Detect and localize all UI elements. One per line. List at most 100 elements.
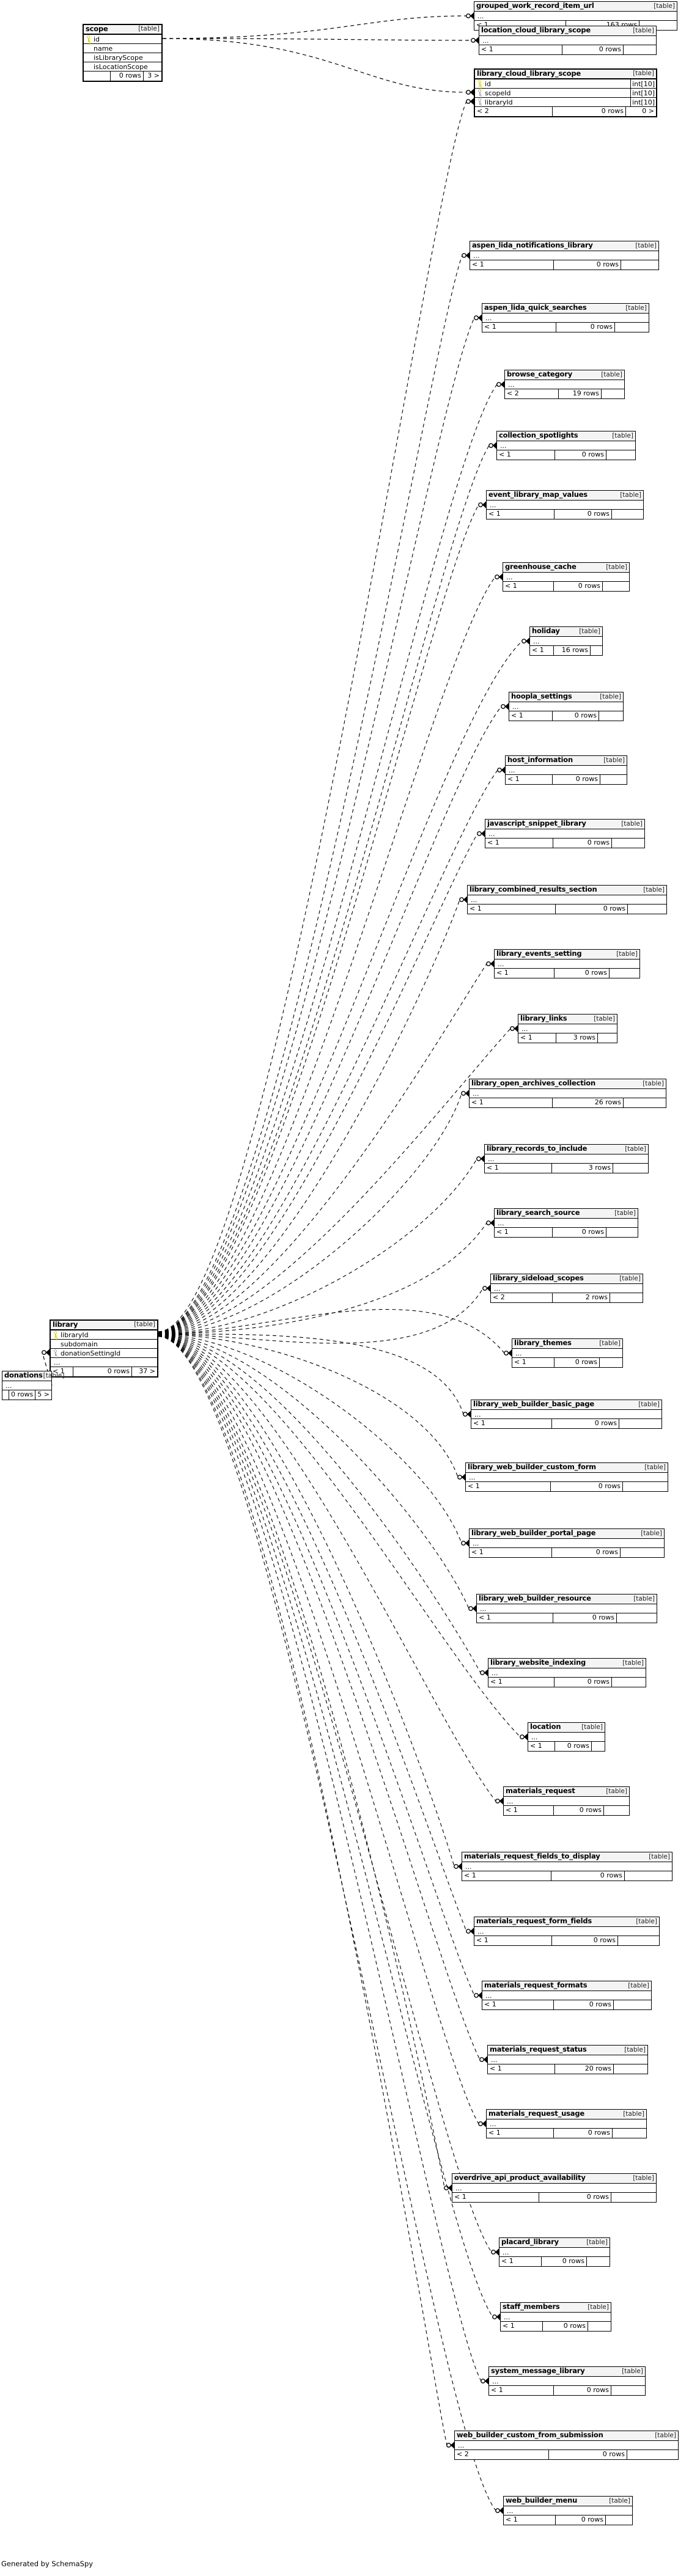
entity-columns-ellipsis[interactable]: ...	[504, 2506, 632, 2515]
entity-columns-ellipsis[interactable]: ...	[530, 637, 602, 646]
entity-columns-ellipsis[interactable]: ...	[470, 1539, 664, 1548]
entity-columns-ellipsis[interactable]: ...	[505, 380, 624, 389]
entity-materials_request_fields_to_display[interactable]: materials_request_fields_to_display[tabl…	[462, 1852, 672, 1881]
entity-library_web_builder_resource[interactable]: library_web_builder_resource[table]...< …	[476, 1594, 657, 1623]
entity-column-row[interactable]: isLocationScope	[84, 62, 161, 72]
entity-columns-ellipsis[interactable]: ...	[485, 829, 644, 838]
entity-columns-ellipsis[interactable]: ...	[488, 2055, 647, 2064]
entity-columns-ellipsis[interactable]: ...	[51, 1358, 157, 1367]
entity-columns-ellipsis[interactable]: ...	[462, 1862, 672, 1871]
entity-columns-ellipsis[interactable]: ...	[474, 12, 677, 21]
entity-columns-ellipsis[interactable]: ...	[495, 1219, 638, 1228]
entity-columns-ellipsis[interactable]: ...	[488, 1668, 646, 1678]
entity-columns-ellipsis[interactable]: ...	[471, 1410, 661, 1419]
entity-columns-ellipsis[interactable]: ...	[477, 1604, 657, 1613]
entity-column-row[interactable]: name	[84, 44, 161, 53]
entity-overdrive_api_product_availability[interactable]: overdrive_api_product_availability[table…	[452, 2173, 657, 2203]
entity-column-row[interactable]: subdomain	[51, 1340, 157, 1349]
entity-columns-ellipsis[interactable]: ...	[491, 1284, 643, 1293]
entity-column-row[interactable]: donationSettingId	[51, 1349, 157, 1358]
entity-web_builder_custom_from_submission[interactable]: web_builder_custom_from_submission[table…	[454, 2431, 679, 2460]
row-count: 0 rows	[551, 1419, 619, 1428]
entity-columns-ellipsis[interactable]: ...	[506, 766, 627, 775]
entity-columns-ellipsis[interactable]: ...	[487, 501, 643, 510]
entity-columns-ellipsis[interactable]: ...	[474, 1927, 659, 1936]
entity-library_open_archives_collection[interactable]: library_open_archives_collection[table].…	[469, 1079, 666, 1108]
entity-columns-ellipsis[interactable]: ...	[487, 2119, 646, 2129]
entity-columns-ellipsis[interactable]: ...	[2, 1381, 51, 1390]
entity-aspen_lida_notifications_library[interactable]: aspen_lida_notifications_library[table].…	[470, 241, 659, 270]
entity-columns-ellipsis[interactable]: ...	[504, 1797, 629, 1806]
entity-columns-ellipsis[interactable]: ...	[468, 895, 666, 905]
entity-columns-ellipsis[interactable]: ...	[503, 573, 629, 582]
entity-columns-ellipsis[interactable]: ...	[470, 251, 658, 260]
entity-library_web_builder_portal_page[interactable]: library_web_builder_portal_page[table]..…	[469, 1528, 665, 1558]
entity-library_combined_results_section[interactable]: library_combined_results_section[table].…	[467, 885, 667, 914]
entity-column-row[interactable]: libraryId	[51, 1330, 157, 1340]
entity-column-row[interactable]: id	[84, 35, 161, 44]
entity-columns-ellipsis[interactable]: ...	[482, 1991, 651, 2000]
entity-library_web_builder_basic_page[interactable]: library_web_builder_basic_page[table]...…	[471, 1400, 662, 1429]
child-relation-count	[614, 323, 649, 332]
entity-materials_request_form_fields[interactable]: materials_request_form_fields[table]...<…	[474, 1917, 660, 1946]
entity-columns-ellipsis[interactable]: ...	[512, 1349, 622, 1358]
entity-columns-ellipsis[interactable]: ...	[495, 960, 639, 969]
entity-columns-ellipsis[interactable]: ...	[499, 2248, 610, 2257]
entity-library_web_builder_custom_form[interactable]: library_web_builder_custom_form[table]..…	[465, 1462, 668, 1492]
entity-columns-ellipsis[interactable]: ...	[479, 36, 656, 45]
entity-name: scope	[86, 24, 108, 33]
entity-columns-ellipsis[interactable]: ...	[497, 441, 635, 450]
entity-columns-ellipsis[interactable]: ...	[452, 2184, 656, 2193]
entity-columns-ellipsis[interactable]: ...	[509, 702, 623, 711]
entity-columns-ellipsis[interactable]: ...	[466, 1473, 668, 1482]
entity-location_cloud_library_scope[interactable]: location_cloud_library_scope[table]...< …	[479, 26, 657, 55]
entity-name: library_sideload_scopes	[493, 1274, 584, 1283]
entity-column-row[interactable]: isLibraryScope	[84, 53, 161, 62]
entity-header: grouped_work_record_item_url[table]	[474, 2, 677, 12]
entity-columns-ellipsis[interactable]: ...	[489, 2377, 645, 2386]
entity-columns-ellipsis[interactable]: ...	[518, 1024, 617, 1033]
entity-columns-ellipsis[interactable]: ...	[455, 2441, 678, 2450]
entity-columns-ellipsis[interactable]: ...	[470, 1089, 666, 1098]
entity-columns-ellipsis[interactable]: ...	[528, 1733, 605, 1742]
entity-columns-ellipsis[interactable]: ...	[485, 1154, 648, 1164]
entity-name: library_records_to_include	[487, 1144, 588, 1153]
entity-type-tag: [table]	[644, 1463, 666, 1471]
entity-columns-ellipsis[interactable]: ...	[482, 314, 649, 323]
entity-columns-ellipsis[interactable]: ...	[501, 2313, 611, 2322]
